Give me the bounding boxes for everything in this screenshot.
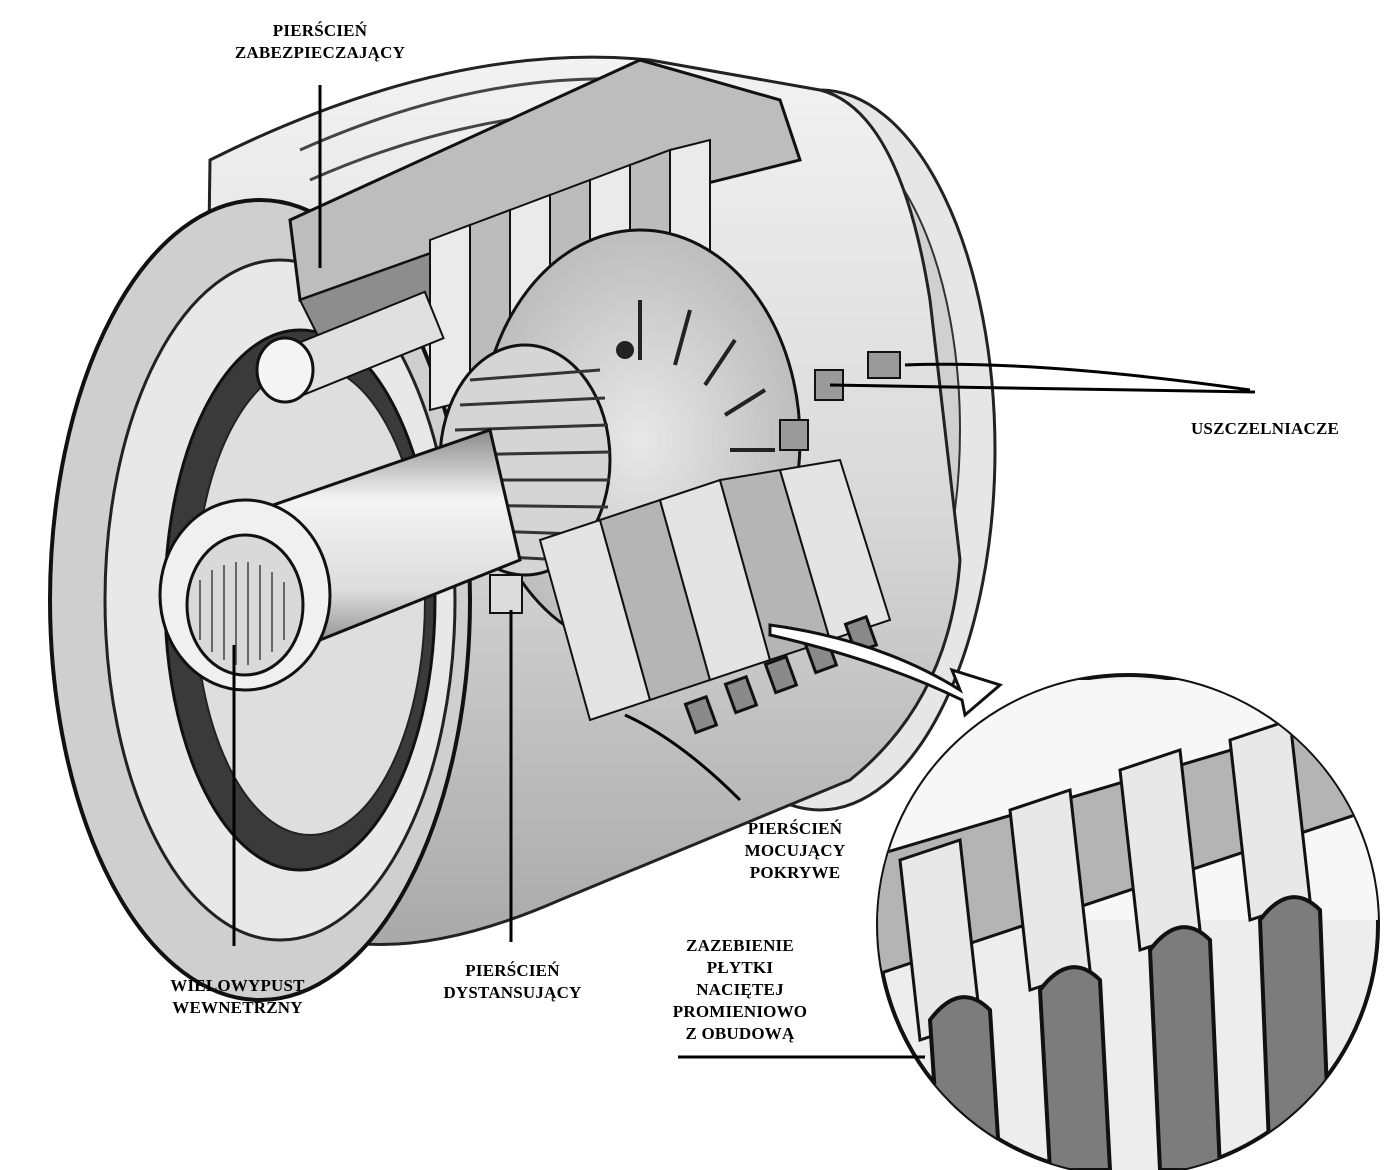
bolt [255,290,445,404]
label-pierscien-dystansujacy: PIERŚCIEŃ DYSTANSUJĄCY [443,961,582,1002]
internal-spline-teeth [199,562,285,665]
seals [779,351,901,451]
leader-lines [232,85,1256,1059]
label-uszczelniacze: USZCZELNIACZE [1190,419,1340,438]
label-zazebienie: ZAZEBIENIE PŁYTKI NACIĘTEJ PROMIENIOWO Z… [672,936,808,1043]
label-pierscien-zabezpieczajacy: PIERŚCIEŃ ZABEZPIECZAJĄCY [234,21,406,62]
detail-arrow [768,623,1004,718]
label-pierscien-mocujacy: PIERŚCIEŃ MOCUJĄCY POKRYWE [744,819,846,882]
leader-uszczelniacze [829,362,1256,394]
disc-hole [616,341,634,359]
label-wielowypust: WIELOWYPUST WEWNETRZNY [170,976,305,1017]
detail-magnifier [876,673,1380,1170]
spacer-block [489,574,523,614]
clutch-plates-bottom [538,458,892,722]
shaft-bore [185,533,305,677]
leader-pierscien-mocujacy [624,713,742,802]
